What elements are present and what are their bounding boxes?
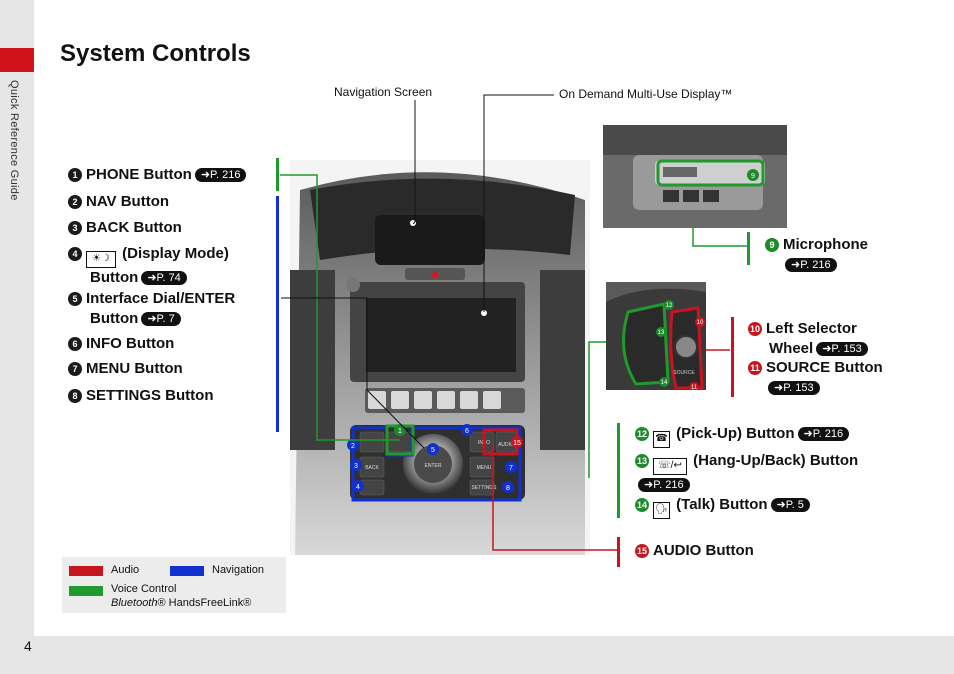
hazard-icon — [431, 270, 439, 277]
menu-text: MENU — [477, 465, 492, 471]
svg-text:6: 6 — [465, 428, 469, 435]
svg-text:8: 8 — [506, 485, 510, 492]
svg-text:10: 10 — [697, 320, 704, 326]
svg-text:15: 15 — [513, 440, 521, 447]
talk-group-bar — [617, 423, 620, 518]
svg-text:3: 3 — [354, 463, 358, 470]
page-ref-link[interactable]: ➜P. 5 — [770, 498, 810, 512]
talk-icon: 🗣 — [653, 502, 670, 519]
settings-text: SETTINGS — [471, 485, 497, 491]
svg-text:7: 7 — [509, 465, 513, 472]
display-mode-icon: ☀☽ — [86, 251, 116, 268]
svg-text:12: 12 — [666, 303, 673, 309]
page-ref-link[interactable]: ➜P. 153 — [816, 342, 868, 356]
page-title: System Controls — [60, 40, 251, 67]
legend-navigation-swatch — [170, 566, 204, 576]
svg-text:SOURCE: SOURCE — [673, 370, 695, 376]
sidebar — [0, 0, 34, 674]
svg-text:11: 11 — [691, 385, 698, 390]
svg-text:14: 14 — [661, 380, 668, 386]
navigation-group-bar — [276, 196, 279, 432]
voice-group-bar — [276, 158, 279, 191]
mic-group-bar — [747, 232, 750, 265]
page-ref-link[interactable]: ➜P. 216 — [797, 427, 850, 441]
svg-text:1: 1 — [398, 428, 402, 435]
console-illustration: ENTER INFO AUDIO MENU SETTINGS BACK 1 2 … — [290, 160, 590, 555]
svg-text:9: 9 — [751, 173, 755, 180]
pickup-icon: ☎ — [653, 431, 670, 448]
navigation-screen — [366, 298, 516, 372]
svg-text:5: 5 — [431, 447, 435, 454]
audio-text: AUDIO — [498, 442, 514, 448]
nav-screen-label: Navigation Screen — [334, 85, 433, 99]
audio-group-bar — [617, 537, 620, 567]
steering-controls-illustration: 12 13 14 10 11 SOURCE — [606, 282, 706, 390]
item-pickup-button: 12☎ (Pick-Up) Button➜P. 216 — [635, 424, 850, 448]
legend-bluetooth-label: Bluetooth® HandsFreeLink® — [111, 597, 252, 609]
item-talk-button: 14🗣 (Talk) Button➜P. 5 — [635, 495, 810, 519]
svg-text:2: 2 — [351, 443, 355, 450]
wheel-group-bar — [731, 317, 734, 397]
page-ref-link[interactable]: ➜P. 216 — [638, 478, 690, 492]
page-ref-link[interactable]: ➜P. 216 — [194, 168, 247, 182]
color-legend: Audio Navigation Voice Control Bluetooth… — [62, 557, 286, 613]
back-text: BACK — [365, 465, 379, 471]
legend-voice-label: Voice Control — [111, 583, 177, 595]
page-ref-link[interactable]: ➜P. 216 — [785, 258, 837, 272]
sidebar-tab-marker — [0, 48, 34, 72]
legend-audio-label: Audio — [111, 564, 140, 576]
enter-text: ENTER — [425, 463, 442, 469]
odmd-label: On Demand Multi-Use Display™ — [559, 87, 733, 101]
item-hangup-button: 13☏/↩ (Hang-Up/Back) Button ➜P. 216 — [635, 452, 859, 492]
svg-text:13: 13 — [658, 330, 665, 336]
page-ref-link[interactable]: ➜P. 153 — [768, 381, 820, 395]
item-display-mode-button: 4☀☽ (Display Mode) Button➜P. 74 — [68, 244, 229, 288]
hangup-back-icon: ☏/↩ — [653, 458, 687, 475]
legend-voice-swatch — [69, 586, 103, 596]
microphone-illustration: 9 — [603, 125, 787, 228]
svg-text:4: 4 — [356, 484, 360, 491]
page-ref-link[interactable]: ➜P. 7 — [141, 312, 181, 326]
page-number: 4 — [24, 638, 32, 654]
footer-bar — [0, 636, 954, 674]
upper-display — [375, 215, 485, 265]
page-ref-link[interactable]: ➜P. 74 — [141, 271, 187, 285]
sidebar-label: Quick Reference Guide — [8, 80, 20, 201]
legend-navigation-label: Navigation — [212, 564, 264, 576]
legend-audio-swatch — [69, 566, 103, 576]
